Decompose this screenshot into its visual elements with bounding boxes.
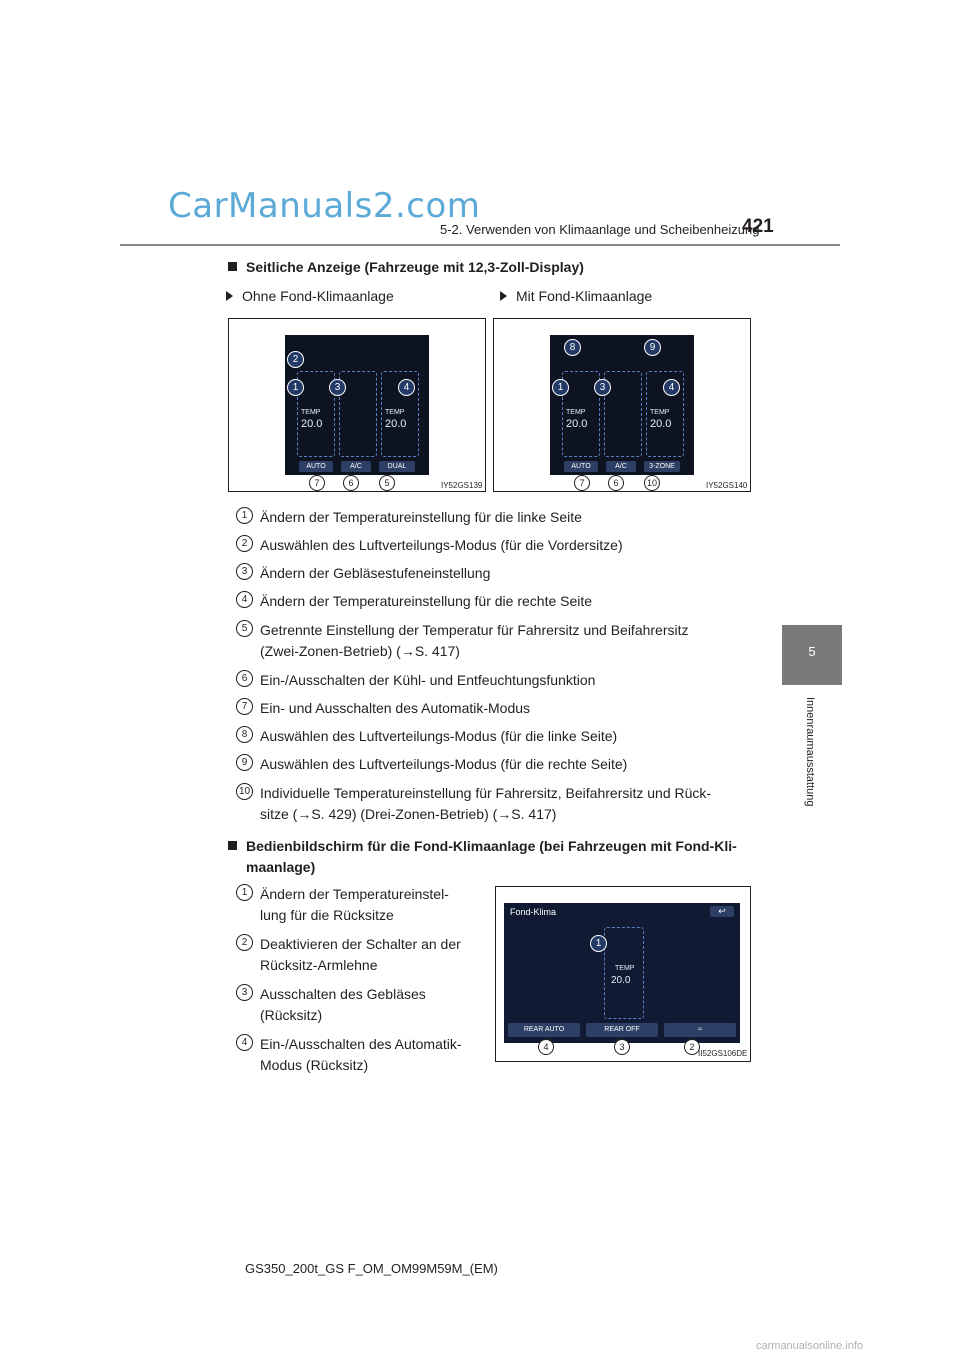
item-number: 2 (236, 934, 253, 951)
watermark-logo: CarManuals2.com (168, 186, 481, 226)
temp-left-zone[interactable] (562, 371, 600, 457)
temp-right-zone[interactable] (646, 371, 684, 457)
rear-climate-figure: Fond-Klima ↩ TEMP 20.0 REAR AUTO REAR OF… (495, 886, 751, 1062)
item-number: 1 (236, 884, 253, 901)
figure-code: IY52GS139 (441, 481, 483, 490)
list-item: 5 Getrennte Einstellung der Temperatur f… (236, 620, 746, 662)
item-number: 4 (236, 591, 253, 608)
list-item: 10 Individuelle Temperatureinstellung fü… (236, 783, 746, 825)
climate-side-display: TEMP 20.0 TEMP 20.0 AUTO A/C DUAL 2 1 3 … (285, 335, 429, 475)
callout-9: 9 (644, 339, 661, 356)
list-item: 4 Ein-/Ausschalten des Automatik-Modus (… (236, 1034, 486, 1076)
item-number: 9 (236, 754, 253, 771)
chapter-number: 5 (808, 644, 816, 659)
item-number: 3 (236, 563, 253, 580)
heading-square-icon (228, 841, 237, 850)
item-number: 7 (236, 698, 253, 715)
rear-climate-screen: Fond-Klima ↩ TEMP 20.0 REAR AUTO REAR OF… (504, 903, 740, 1043)
item-number: 4 (236, 1034, 253, 1051)
temp-left-zone[interactable] (297, 371, 335, 457)
rear-auto-button[interactable]: REAR AUTO (508, 1023, 580, 1037)
callout-4: 4 (538, 1039, 554, 1055)
rear-temp-zone[interactable] (604, 927, 644, 1019)
temp-right-value: 20.0 (650, 418, 672, 430)
temp-left-value: 20.0 (301, 418, 323, 430)
rear-temp-value: 20.0 (611, 975, 631, 986)
header-divider (120, 244, 840, 246)
section2-heading: Bedienbildschirm für die Fond-Klimaanlag… (228, 836, 737, 878)
item-number: 3 (236, 984, 253, 1001)
left-figure: TEMP 20.0 TEMP 20.0 AUTO A/C DUAL 2 1 3 … (228, 318, 486, 492)
item-number: 6 (236, 670, 253, 687)
item-number: 10 (236, 783, 253, 800)
callout-1: 1 (552, 379, 569, 396)
right-figure: TEMP 20.0 TEMP 20.0 AUTO A/C 3-ZONE 8 9 … (493, 318, 751, 492)
screen-title: Fond-Klima (510, 907, 557, 917)
ac-button[interactable]: A/C (606, 461, 636, 472)
page-number: 421 (742, 216, 774, 237)
callout-6: 6 (343, 475, 359, 491)
temp-right-zone[interactable] (381, 371, 419, 457)
triangle-bullet-icon (226, 291, 233, 301)
callout-10: 10 (644, 475, 660, 491)
temp-label: TEMP (301, 409, 321, 416)
temp-label: TEMP (615, 965, 635, 972)
figure-code: II52GS106DE (698, 1049, 748, 1058)
chapter-side-label: Innenraumausstattung (804, 697, 816, 807)
back-button[interactable]: ↩ (710, 906, 734, 917)
temp-right-value: 20.0 (385, 418, 407, 430)
callout-6: 6 (608, 475, 624, 491)
figure-code: IY52GS140 (706, 481, 748, 490)
ac-button[interactable]: A/C (341, 461, 371, 472)
armrest-lock-button[interactable]: ≈ (664, 1023, 736, 1037)
left-subheading: Ohne Fond-Klimaanlage (226, 288, 394, 304)
heading-square-icon (228, 262, 237, 271)
callout-8: 8 (564, 339, 581, 356)
climate-side-display: TEMP 20.0 TEMP 20.0 AUTO A/C 3-ZONE 8 9 … (550, 335, 694, 475)
three-zone-button[interactable]: 3-ZONE (644, 461, 680, 472)
section1-heading: Seitliche Anzeige (Fahrzeuge mit 12,3-Zo… (228, 259, 584, 275)
list-item: 3 Ausschalten des Gebläses(Rücksitz) (236, 984, 486, 1026)
callout-7: 7 (309, 475, 325, 491)
callout-2: 2 (287, 351, 304, 368)
right-subheading: Mit Fond-Klimaanlage (500, 288, 652, 304)
temp-label: TEMP (385, 409, 405, 416)
chapter-tab[interactable]: 5 (782, 625, 842, 685)
item-number: 5 (236, 620, 253, 637)
fan-zone[interactable] (604, 371, 642, 457)
item-number: 8 (236, 726, 253, 743)
temp-label: TEMP (566, 409, 586, 416)
callout-7: 7 (574, 475, 590, 491)
fan-zone[interactable] (339, 371, 377, 457)
temp-label: TEMP (650, 409, 670, 416)
callout-4: 4 (663, 379, 680, 396)
callout-5: 5 (379, 475, 395, 491)
footer-model-code: GS350_200t_GS F_OM_OM99M59M_(EM) (245, 1261, 498, 1276)
list-item: 1 Ändern der Temperatureinstel-lung für … (236, 884, 486, 926)
callout-3: 3 (614, 1039, 630, 1055)
callout-3: 3 (329, 379, 346, 396)
callout-4: 4 (398, 379, 415, 396)
triangle-bullet-icon (500, 291, 507, 301)
item-number: 2 (236, 535, 253, 552)
callout-2: 2 (684, 1039, 700, 1055)
watermark-bottom: carmanualsonline.info (756, 1340, 864, 1352)
callout-1: 1 (590, 935, 607, 952)
dual-button[interactable]: DUAL (379, 461, 415, 472)
callout-1: 1 (287, 379, 304, 396)
temp-left-value: 20.0 (566, 418, 588, 430)
callout-3: 3 (594, 379, 611, 396)
auto-button[interactable]: AUTO (299, 461, 333, 472)
auto-button[interactable]: AUTO (564, 461, 598, 472)
section-title: 5-2. Verwenden von Klimaanlage und Schei… (440, 222, 760, 237)
item-number: 1 (236, 507, 253, 524)
rear-off-button[interactable]: REAR OFF (586, 1023, 658, 1037)
